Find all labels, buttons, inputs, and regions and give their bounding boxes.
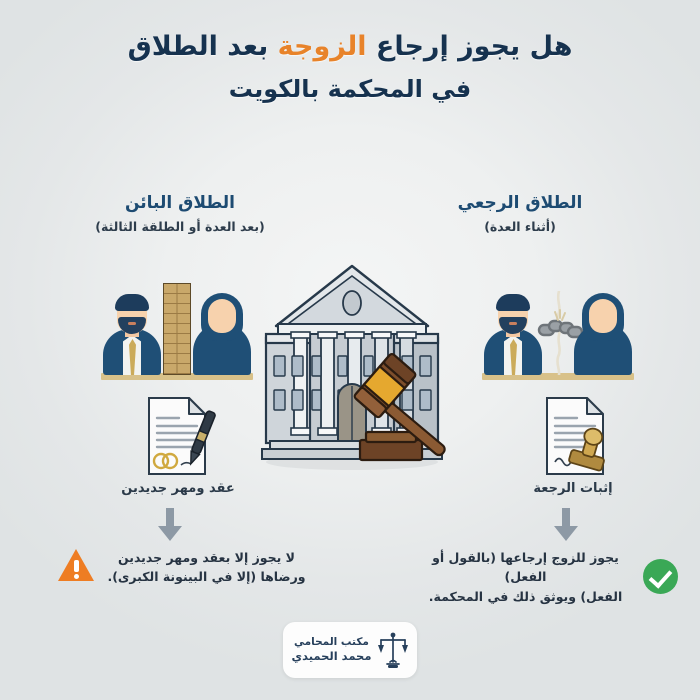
title-line-1: هل يجوز إرجاع الزوجة بعد الطلاق — [0, 30, 700, 65]
conclusion-right-text: يجوز للزوج إرجاعها (بالقول أو الفعل) الف… — [420, 548, 631, 606]
document-with-stamp-icon — [546, 397, 605, 475]
arrow-down-icon-left — [158, 508, 182, 541]
document-caption-left: عقد ومهر جديدين — [121, 481, 235, 496]
conclusion-left-text: لا يجوز إلا بعقد ومهر جديدين ورضاها (إلا… — [105, 548, 308, 587]
heading-bain-sub: (بعد العدة أو الطلقة الثالثة) — [95, 219, 265, 235]
brick-wall-icon — [163, 283, 191, 375]
ground-line — [482, 373, 634, 380]
couple-separated-by-brick-wall-icon — [97, 268, 257, 388]
conclusion-right-line-2: الفعل) ويوثق ذلك في المحكمة. — [428, 588, 623, 604]
man-figure-icon — [103, 283, 161, 375]
title-line-2: في المحكمة بالكويت — [228, 74, 472, 103]
document-caption-right: إثبات الرجعة — [533, 481, 613, 496]
column-heading-rijee: الطلاق الرجعي (أثناء العدة) — [395, 193, 645, 236]
contract-with-pen-and-rings-icon — [148, 397, 216, 475]
courthouse-with-gavel-icon — [261, 264, 446, 470]
heading-rijee-main: الطلاق الرجعي — [457, 193, 583, 213]
woman-hijab-figure-icon — [574, 283, 632, 375]
woman-hijab-figure-icon — [193, 283, 251, 375]
column-heading-bain: الطلاق البائن (بعد العدة أو الطلقة الثال… — [55, 193, 305, 236]
title-part-after: بعد الطلاق — [127, 31, 278, 62]
law-office-name: مكتب المحامي محمد الحميدي — [292, 635, 372, 665]
heading-bain-main: الطلاق البائن — [124, 193, 235, 213]
heading-rijee-sub: (أثناء العدة) — [484, 219, 556, 235]
conclusion-right: يجوز للزوج إرجاعها (بالقول أو الفعل) الف… — [420, 548, 678, 606]
conclusion-left: لا يجوز إلا بعقد ومهر جديدين ورضاها (إلا… — [58, 548, 308, 587]
page-title: هل يجوز إرجاع الزوجة بعد الطلاق في المحك… — [0, 30, 700, 105]
arrow-down-icon-right — [554, 508, 578, 541]
footer-line-2: محمد الحميدي — [291, 649, 372, 664]
warning-triangle-icon — [58, 549, 94, 585]
title-part-before: هل يجوز إرجاع — [366, 31, 573, 62]
check-circle-icon — [642, 559, 678, 595]
conclusion-left-line-2: ورضاها (إلا في البينونة الكبرى). — [107, 569, 306, 585]
crack-line-icon — [555, 291, 561, 375]
man-figure-icon — [484, 283, 542, 375]
title-highlight-word: الزوجة — [277, 31, 367, 62]
conclusion-left-line-1: لا يجوز إلا بعقد ومهر جديدين — [118, 550, 295, 565]
footer-line-1: مكتب المحامي — [294, 636, 369, 649]
couple-with-broken-chain-icon — [478, 268, 638, 388]
scales-of-justice-icon — [378, 632, 409, 668]
conclusion-right-line-1: يجوز للزوج إرجاعها (بالقول أو الفعل) — [432, 550, 619, 585]
ground-line — [101, 373, 253, 380]
law-office-logo: مكتب المحامي محمد الحميدي — [283, 622, 417, 678]
